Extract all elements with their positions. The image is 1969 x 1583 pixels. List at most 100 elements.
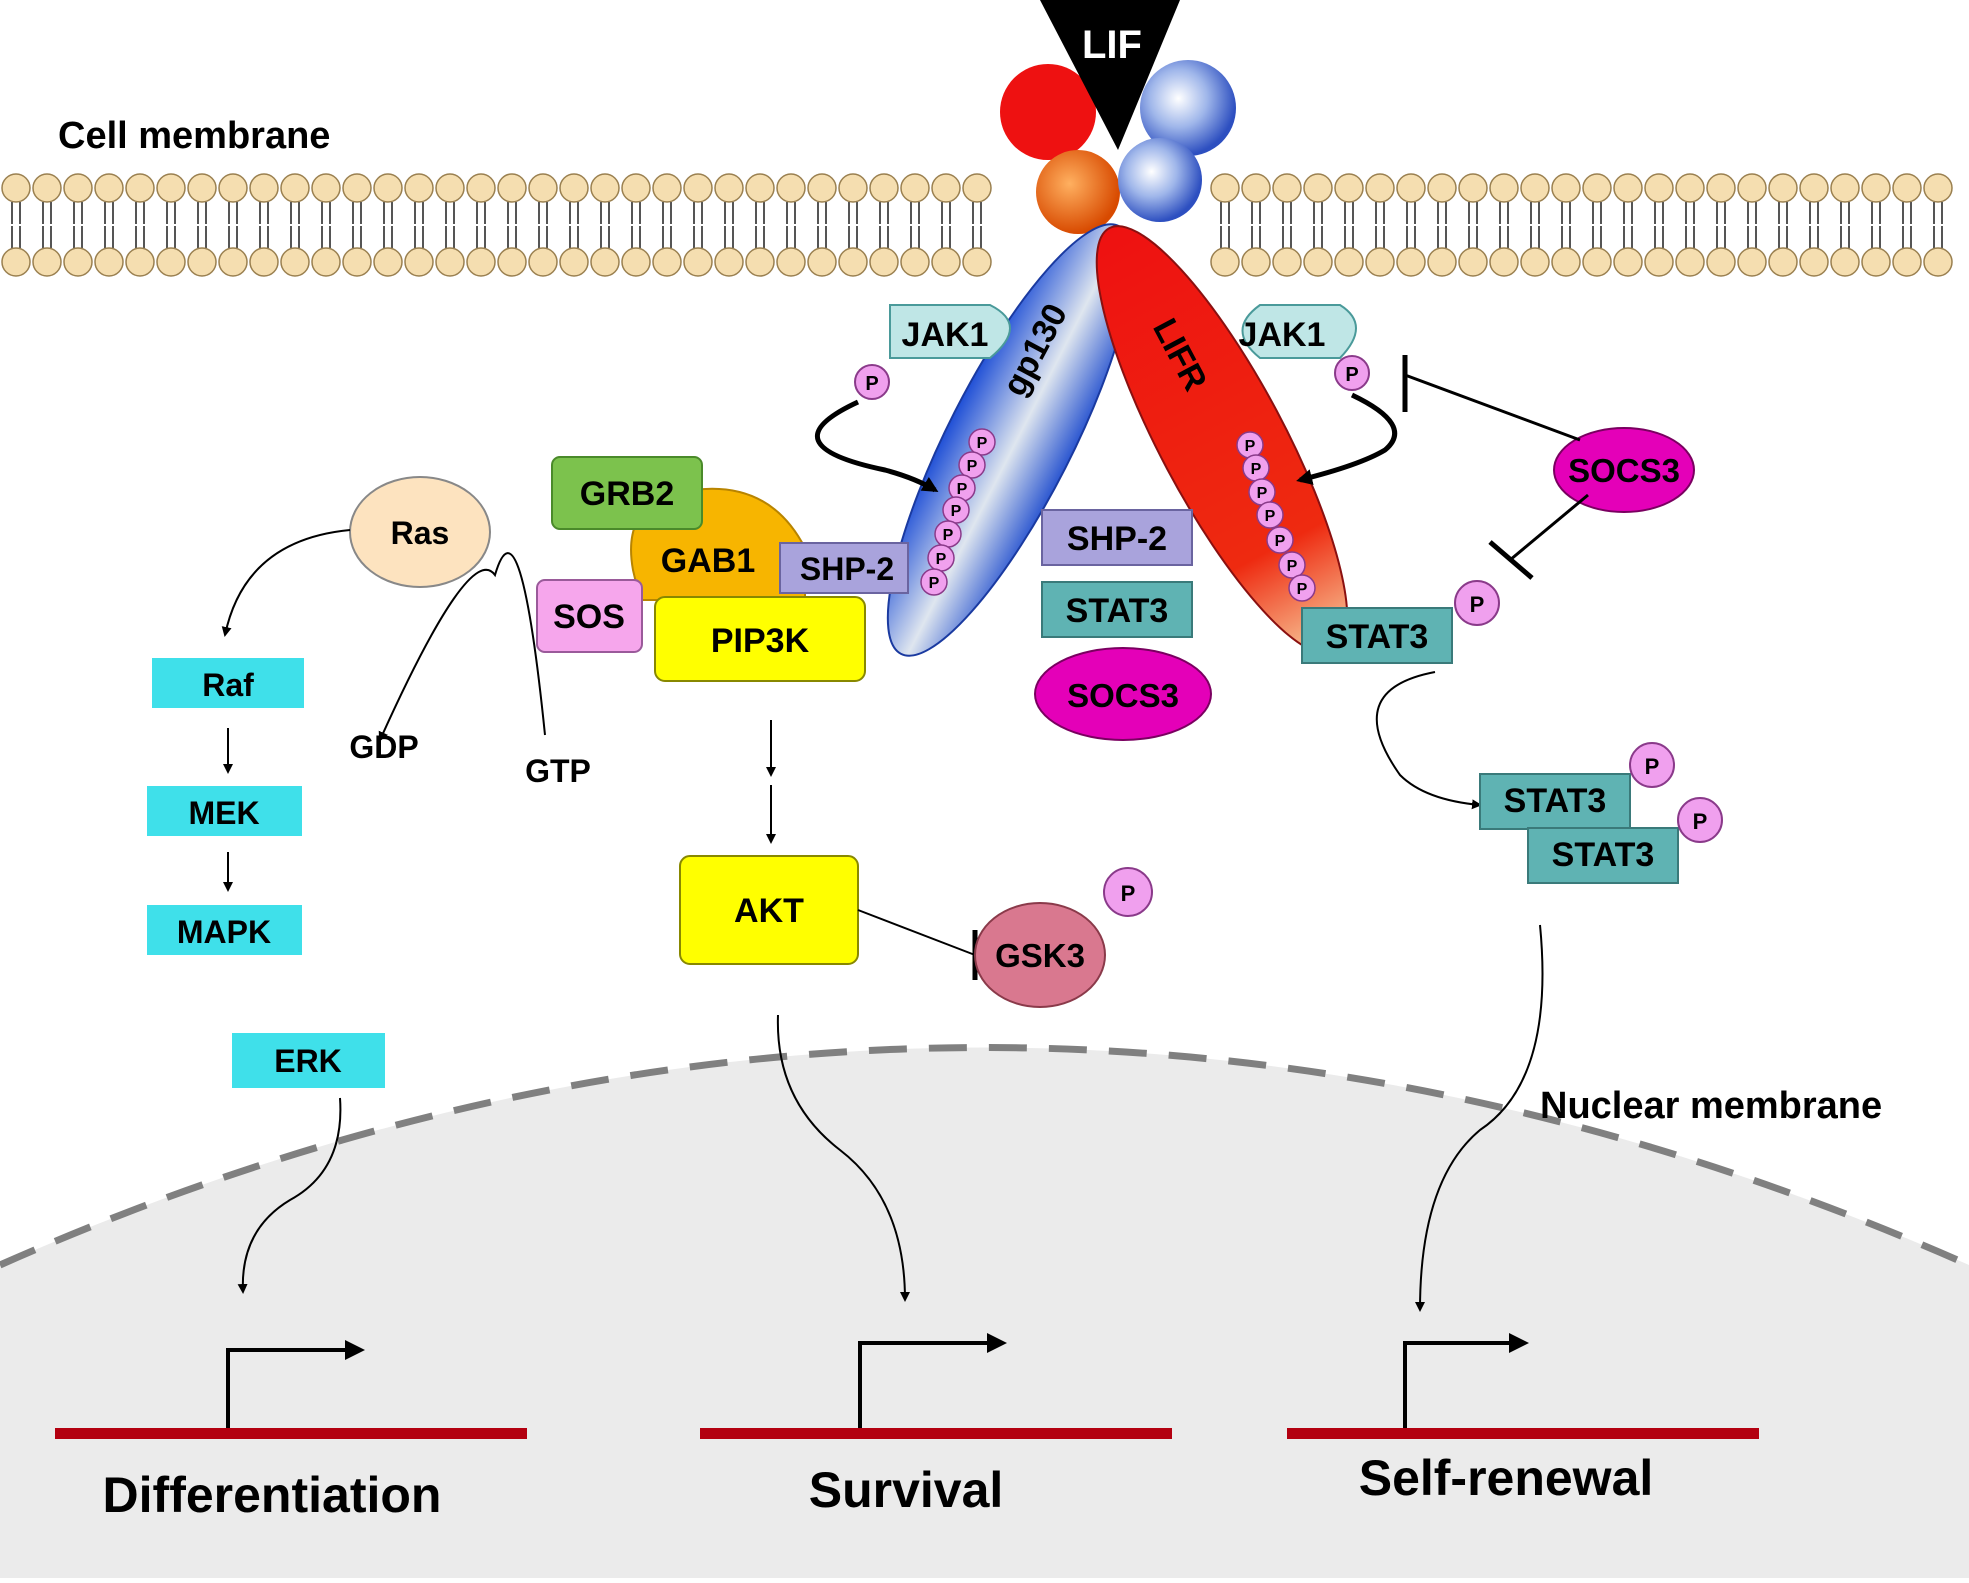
lipid-head [94, 173, 124, 203]
lipid-head [652, 173, 682, 203]
lipid-head [869, 247, 899, 277]
lipid-head [1, 247, 31, 277]
phospho-site-label: P [967, 458, 978, 475]
lipid-head [683, 173, 713, 203]
lipid-head [931, 173, 961, 203]
phospho-site-label: P [1245, 438, 1256, 455]
svg-text:Raf: Raf [202, 667, 254, 703]
stat3-to-nucleus-arrow [1415, 924, 1544, 1312]
jak1-left-label: JAK1 [902, 316, 989, 354]
pip3k: PIP3K [654, 596, 866, 682]
gsk3: GSK3 [974, 902, 1106, 1008]
akt-to-nucleus-arrow [776, 1014, 910, 1302]
lipid-head [1923, 173, 1953, 203]
phospho-site [920, 568, 948, 596]
svg-text:SOS: SOS [553, 598, 625, 636]
lipid-head [869, 173, 899, 203]
stat3-lifr: STAT3 [1301, 607, 1453, 664]
jak1-left: JAK1 [889, 304, 1011, 359]
lipid-head [342, 173, 372, 203]
lipid-head [1582, 247, 1612, 277]
socs3-middle: SOCS3 [1034, 647, 1212, 741]
lipid-head [559, 247, 589, 277]
svg-text:GAB1: GAB1 [661, 542, 755, 580]
survival-label: Survival [809, 1462, 1004, 1518]
nucleus [0, 1047, 1969, 1578]
lipid-head [94, 247, 124, 277]
shp2-left: SHP-2 [779, 542, 909, 594]
orange-domain [1036, 150, 1120, 234]
differentiation-label: Differentiation [103, 1467, 442, 1523]
lipid-head [745, 173, 775, 203]
stat3-dimer: STAT3 STAT3 P P [1479, 742, 1723, 884]
phospho-site [1256, 501, 1284, 529]
lipid-head [1241, 173, 1271, 203]
lipid-head [404, 173, 434, 203]
phospho-site-label: P [1251, 461, 1262, 478]
phospho-site-label: P [957, 481, 968, 498]
lipid-head [32, 247, 62, 277]
svg-text:ERK: ERK [274, 1043, 342, 1079]
erk-to-nucleus-arrow [237, 1097, 342, 1294]
mapk: MAPK [147, 905, 302, 955]
lipid-head [528, 247, 558, 277]
phospho-site [1288, 574, 1316, 602]
svg-text:GSK3: GSK3 [995, 937, 1085, 974]
phospho-jak1-left: P [854, 364, 890, 400]
svg-text:SHP-2: SHP-2 [800, 551, 894, 587]
erk: ERK [232, 1033, 385, 1088]
lipid-head [1644, 247, 1674, 277]
lipid-head [1520, 247, 1550, 277]
phospho-site [1278, 551, 1306, 579]
lipid-head [1241, 247, 1271, 277]
lipid-head [807, 173, 837, 203]
lipid-head [466, 173, 496, 203]
phospho-site-label: P [951, 503, 962, 520]
lipid-head [1396, 247, 1426, 277]
lipid-head [63, 247, 93, 277]
gene-survival: Survival [700, 1333, 1172, 1518]
lipid-head [621, 173, 651, 203]
lipid-head [218, 173, 248, 203]
svg-text:SOCS3: SOCS3 [1568, 452, 1680, 489]
lipid-head [404, 247, 434, 277]
jak1-left-arrow [814, 399, 939, 493]
lipid-head [187, 173, 217, 203]
gtp-gdp-cycle-arrow [378, 552, 546, 742]
lipid-head [63, 173, 93, 203]
lipid-head [1613, 173, 1643, 203]
lipid-head [1396, 173, 1426, 203]
lipid-head [621, 247, 651, 277]
phospho-site [958, 451, 986, 479]
lipid-head [1365, 247, 1395, 277]
lipid-head [1, 173, 31, 203]
lipid-head [1613, 247, 1643, 277]
lipid-head [1303, 173, 1333, 203]
lipid-head [187, 247, 217, 277]
phospho-site-label: P [929, 575, 940, 592]
lipid-head [1892, 247, 1922, 277]
phospho-jak1-right: P [1334, 355, 1370, 391]
svg-text:SHP-2: SHP-2 [1067, 520, 1167, 558]
lipid-head [1458, 173, 1488, 203]
socs3-inhibits-lifr [1488, 493, 1589, 580]
svg-text:P: P [865, 373, 878, 395]
phospho-site-label: P [1265, 508, 1276, 525]
raf: Raf [152, 658, 304, 708]
svg-text:MEK: MEK [188, 795, 259, 831]
lipid-head [1551, 247, 1581, 277]
svg-text:STAT3: STAT3 [1504, 782, 1607, 820]
lipid-head [1799, 173, 1829, 203]
stat3-middle: STAT3 [1041, 581, 1193, 638]
svg-text:MAPK: MAPK [177, 914, 271, 950]
lipid-head [125, 247, 155, 277]
svg-text:STAT3: STAT3 [1066, 592, 1169, 630]
gdp-label: GDP [349, 729, 418, 765]
lipid-head [156, 173, 186, 203]
svg-text:P: P [1345, 364, 1358, 386]
lipid-head [1489, 247, 1519, 277]
lipid-head [714, 173, 744, 203]
lipid-head [1334, 247, 1364, 277]
socs3-right: SOCS3 [1553, 427, 1695, 513]
